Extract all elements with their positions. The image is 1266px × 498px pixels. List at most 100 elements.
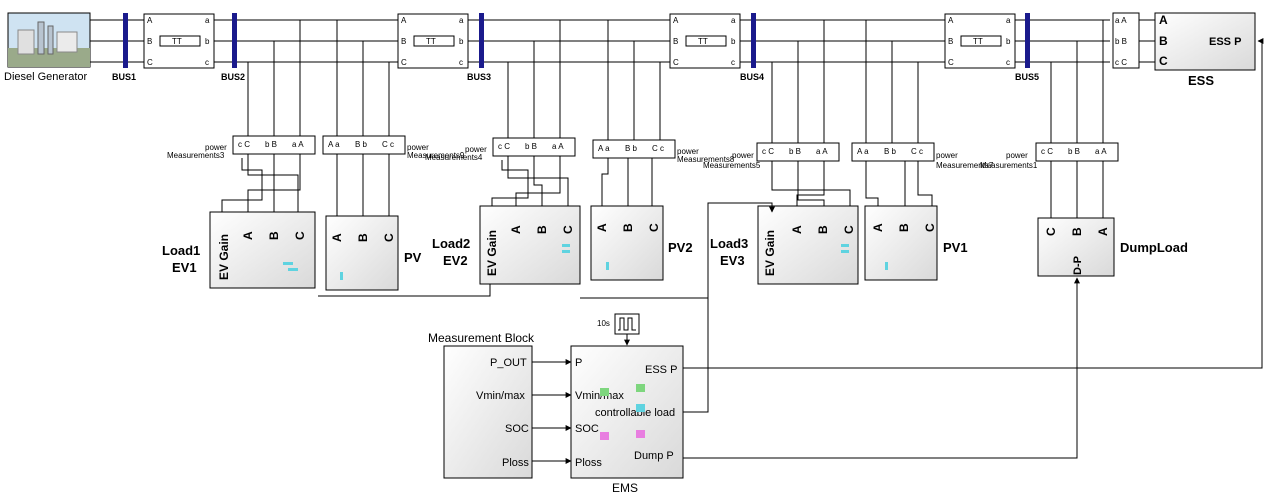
pv1-block[interactable]: A B C PV1 [864, 205, 968, 281]
svg-text:b: b [1006, 37, 1011, 46]
svg-text:c C: c C [1041, 147, 1053, 156]
dumpload-label: DumpLoad [1120, 240, 1188, 255]
measurement-block-main[interactable]: Measurement Block P_OUT Vmin/max SOC Plo… [428, 331, 535, 479]
svg-text:B: B [1159, 34, 1168, 48]
svg-text:SOC: SOC [575, 423, 599, 435]
measurement-block-1[interactable]: c C b B a A power Measurements1 [980, 142, 1119, 170]
bus-bars: BUS1 BUS2 BUS3 BUS4 BUS5 [112, 13, 1039, 82]
measurement-block-3[interactable]: c C b B a A power Measurements3 [167, 135, 316, 160]
svg-text:C: C [561, 225, 575, 234]
svg-text:B: B [356, 233, 370, 242]
svg-text:Measurements4: Measurements4 [425, 153, 483, 162]
ess-switch[interactable]: a A b B c C [1112, 12, 1140, 69]
svg-text:c: c [1006, 58, 1010, 67]
pv2-block[interactable]: A B C PV2 [590, 205, 693, 281]
svg-text:Measurements5: Measurements5 [703, 161, 761, 170]
svg-text:Measurements7: Measurements7 [936, 161, 994, 170]
bus-label: BUS1 [112, 72, 136, 82]
svg-text:B: B [1070, 227, 1084, 236]
svg-text:SOC: SOC [505, 423, 529, 435]
ess-block[interactable]: A B C ESS P ESS [1154, 12, 1256, 88]
svg-text:P: P [575, 357, 582, 369]
ev2-label: EV2 [443, 253, 468, 268]
svg-text:A: A [595, 223, 609, 232]
feedback-wires [318, 38, 1264, 459]
svg-text:power: power [936, 151, 958, 160]
svg-text:B: B [948, 37, 953, 46]
measurement-block-5[interactable]: c C b B a A power Measurements5 [703, 142, 840, 170]
svg-text:b: b [459, 37, 464, 46]
bus-wires [90, 19, 1110, 63]
svg-text:a A: a A [1095, 147, 1107, 156]
svg-text:c: c [459, 58, 463, 67]
diesel-generator[interactable]: Diesel Generator [4, 12, 91, 83]
svg-text:B: B [267, 231, 281, 240]
svg-text:a A: a A [292, 140, 304, 149]
bus-label: BUS2 [221, 72, 245, 82]
svg-text:Measurements3: Measurements3 [167, 151, 225, 160]
measurement-block-9[interactable]: A a B b C c power Measurements9 [322, 135, 465, 160]
line-block-1[interactable]: TT A B C a b c [143, 13, 215, 69]
load3-block[interactable]: EV Gain A B C Load3 EV3 [710, 205, 859, 285]
svg-text:b: b [205, 37, 210, 46]
svg-text:A: A [673, 16, 679, 25]
svg-text:C: C [293, 231, 307, 240]
svg-text:a: a [459, 16, 464, 25]
svg-text:c C: c C [498, 142, 510, 151]
svg-text:b: b [731, 37, 736, 46]
svg-text:ESS P: ESS P [645, 364, 677, 376]
svg-text:c C: c C [238, 140, 250, 149]
line-block-2[interactable]: TT A B C a b c [397, 13, 469, 69]
ems-block[interactable]: P Vmin/max SOC Ploss ESS P controllable … [570, 345, 684, 495]
measurement-block-7[interactable]: A a B b C c power Measurements7 [851, 142, 994, 170]
load1-label: Load1 [162, 243, 200, 258]
svg-text:a: a [205, 16, 210, 25]
svg-text:A: A [1159, 13, 1168, 27]
svg-text:D-P: D-P [1072, 256, 1084, 275]
svg-text:controllable load: controllable load [595, 407, 675, 419]
svg-text:C c: C c [911, 147, 923, 156]
svg-text:a: a [1006, 16, 1011, 25]
svg-text:A a: A a [598, 144, 610, 153]
pv-block[interactable]: A B C PV [325, 215, 422, 291]
pulse-generator[interactable]: 10s [597, 313, 640, 346]
svg-text:Vmin/max: Vmin/max [476, 390, 525, 402]
dumpload-block[interactable]: C B A D-P DumpLoad [1037, 217, 1188, 277]
svg-text:TT: TT [973, 37, 983, 46]
svg-text:C: C [948, 58, 954, 67]
svg-text:b B: b B [265, 140, 277, 149]
svg-text:A: A [871, 223, 885, 232]
svg-text:A: A [948, 16, 954, 25]
line-block-3[interactable]: TT A B C a b c [669, 13, 741, 69]
svg-text:A a: A a [328, 140, 340, 149]
svg-text:power: power [677, 147, 699, 156]
svg-text:a A: a A [552, 142, 564, 151]
generator-label: Diesel Generator [4, 71, 87, 83]
svg-text:a: a [731, 16, 736, 25]
measurement-block-8[interactable]: A a B b C c power Measurements8 [592, 139, 735, 164]
svg-text:B: B [673, 37, 678, 46]
line-block-4[interactable]: TT A B C a b c [944, 13, 1016, 69]
load1-block[interactable]: EV Gain A B C Load1 EV1 [162, 211, 316, 289]
svg-text:c: c [731, 58, 735, 67]
svg-text:C: C [673, 58, 679, 67]
svg-text:EV Gain: EV Gain [485, 230, 499, 276]
measurement-block-4[interactable]: c C b B a A power Measurements4 [425, 137, 576, 162]
svg-text:EV Gain: EV Gain [763, 230, 777, 276]
svg-text:C: C [401, 58, 407, 67]
ev1-label: EV1 [172, 260, 197, 275]
svg-text:power: power [732, 151, 754, 160]
svg-text:B b: B b [355, 140, 368, 149]
svg-text:Ploss: Ploss [575, 457, 602, 469]
svg-text:A: A [401, 16, 407, 25]
svg-text:A: A [147, 16, 153, 25]
svg-text:Dump P: Dump P [634, 450, 674, 462]
load2-block[interactable]: EV Gain A B C Load2 EV2 [432, 205, 581, 285]
ess-label: ESS [1188, 73, 1214, 88]
bus-label: BUS3 [467, 72, 491, 82]
svg-text:a A: a A [816, 147, 828, 156]
svg-text:b B: b B [1068, 147, 1080, 156]
svg-text:C: C [923, 223, 937, 232]
ems-label: EMS [612, 481, 638, 495]
